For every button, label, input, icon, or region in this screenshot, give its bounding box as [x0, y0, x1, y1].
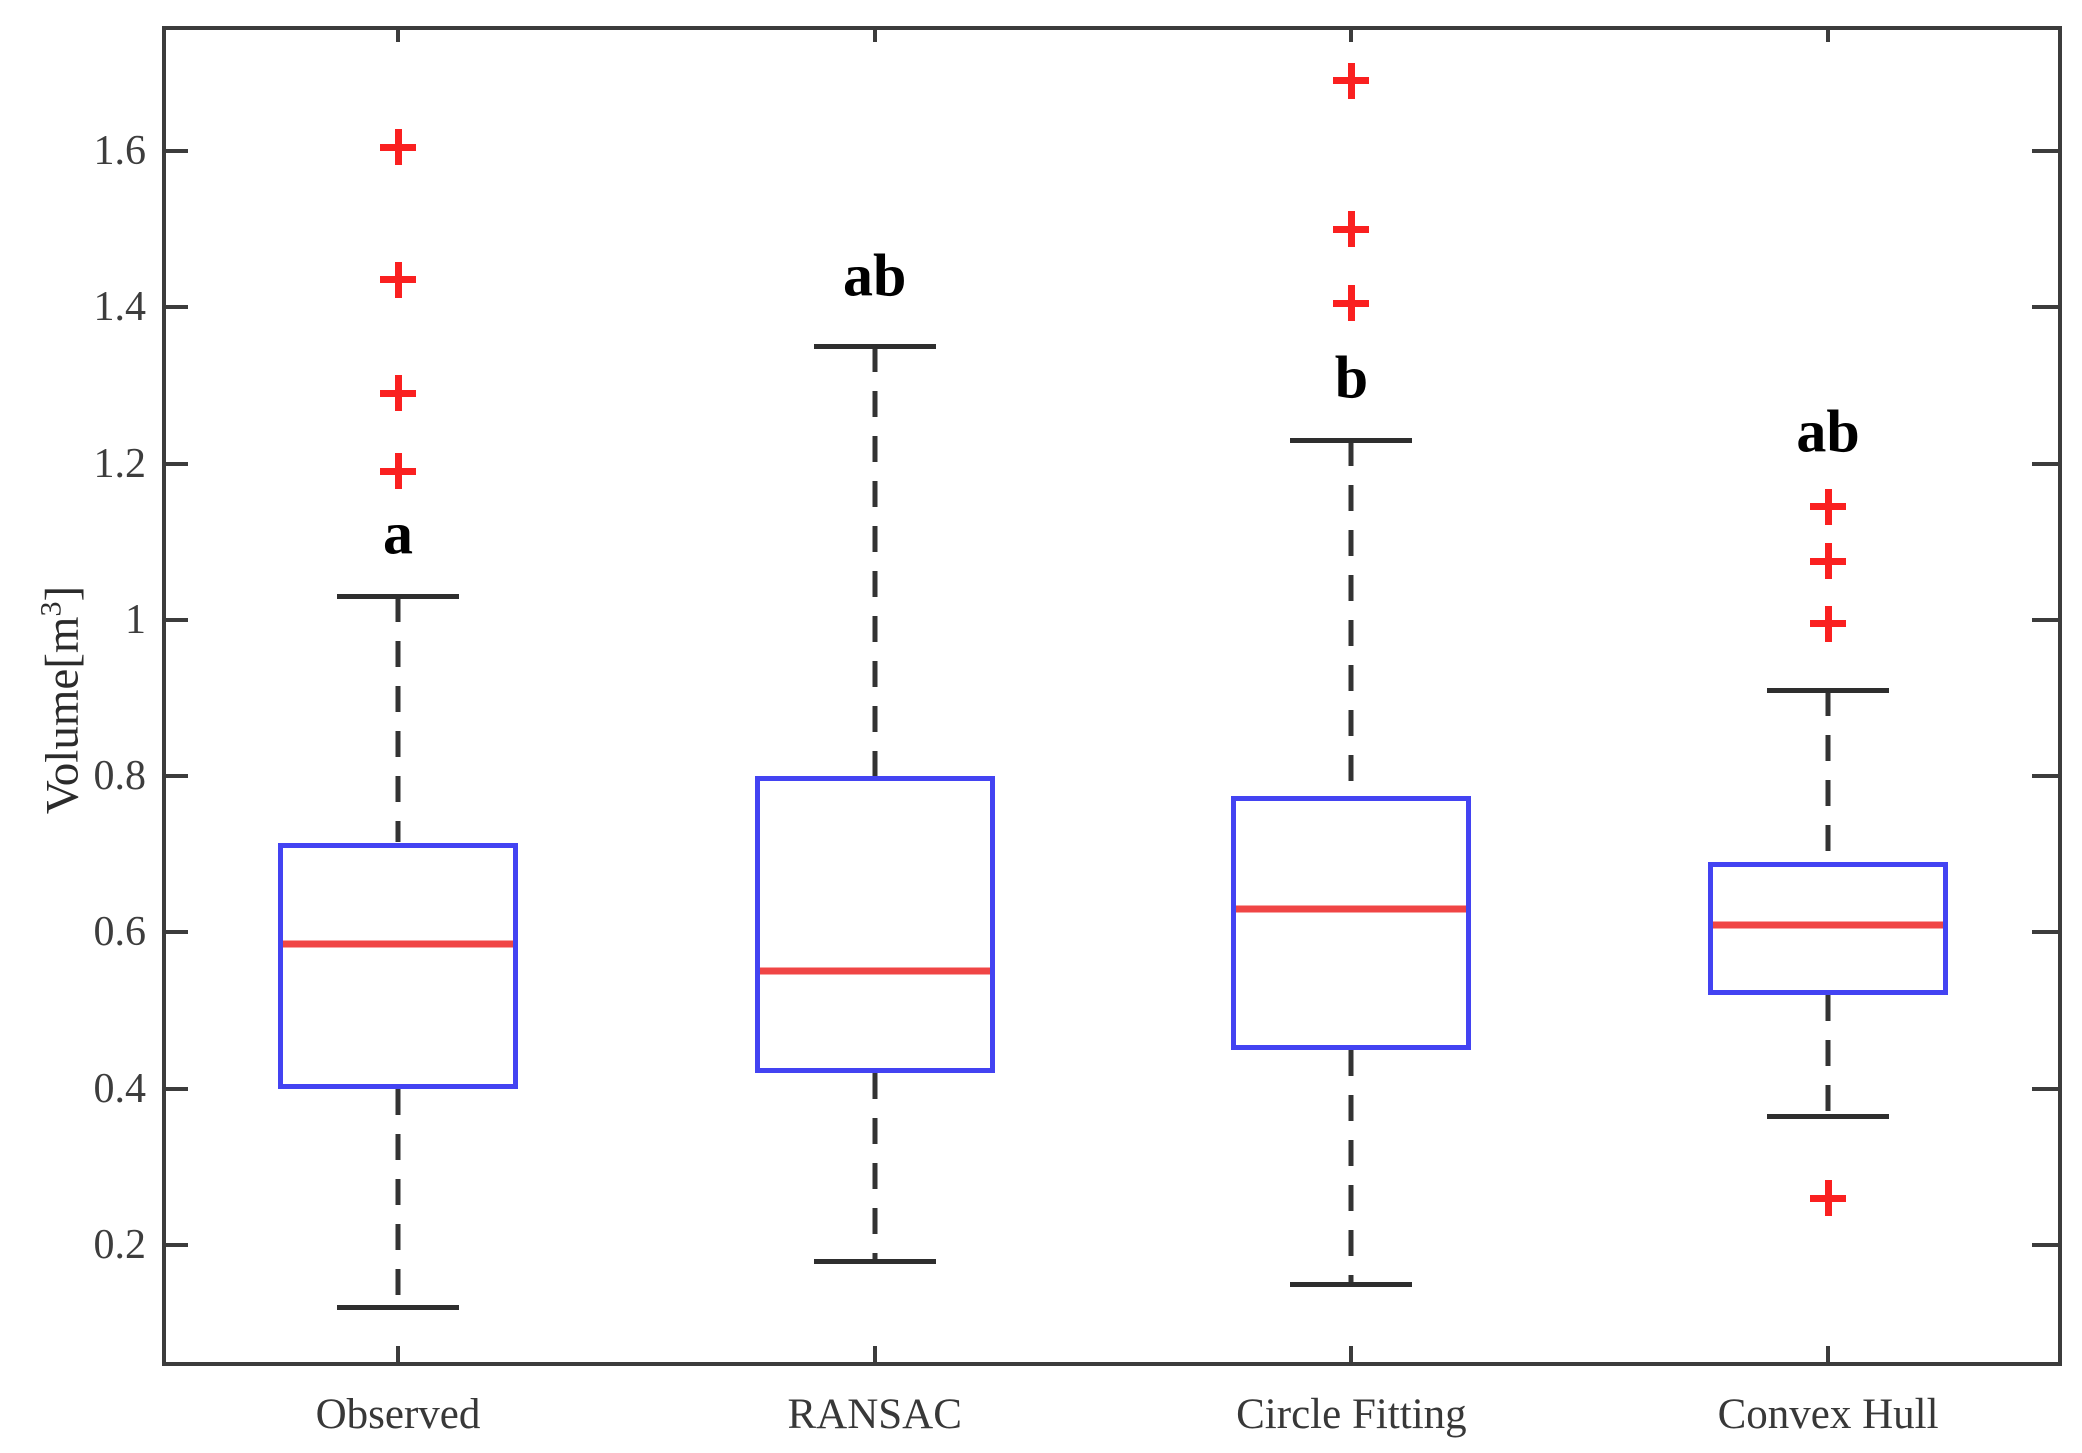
whisker-lower-convex-hull — [1825, 994, 1831, 1116]
y-tick-label: 0.2 — [93, 1221, 147, 1268]
y-tick-mark-right — [2032, 930, 2058, 935]
box-circle-fitting — [1231, 795, 1472, 1050]
x-tick-mark-top — [872, 26, 877, 42]
outlier-marker-convex-hull — [1810, 543, 1847, 580]
whisker-lower-observed — [395, 1088, 401, 1308]
whisker-lower-circle-fitting — [1348, 1049, 1354, 1284]
y-tick-label: 1.4 — [93, 284, 147, 331]
x-category-label: Observed — [315, 1391, 481, 1438]
outlier-marker-observed — [380, 453, 416, 490]
y-tick-mark-left — [162, 1242, 188, 1247]
x-category-label: RANSAC — [787, 1391, 962, 1438]
x-category-label: Circle Fitting — [1236, 1391, 1467, 1438]
significance-letter-observed: a — [383, 500, 413, 567]
whisker-cap-upper-observed — [337, 594, 459, 600]
y-tick-mark-left — [162, 149, 188, 153]
y-tick-mark-right — [2032, 617, 2058, 622]
y-tick-mark-right — [2032, 774, 2058, 779]
y-tick-label: 0.6 — [93, 909, 147, 956]
x-tick-mark-bottom — [396, 1346, 400, 1362]
y-tick-mark-left — [162, 617, 188, 622]
x-tick-mark-bottom — [1826, 1346, 1831, 1362]
whisker-upper-observed — [395, 596, 401, 843]
y-tick-label: 0.8 — [93, 753, 147, 800]
y-tick-label: 1.2 — [93, 440, 147, 487]
y-tick-mark-right — [2032, 461, 2058, 466]
y-tick-label: 1.6 — [93, 128, 147, 174]
y-tick-mark-left — [162, 1086, 188, 1091]
whisker-cap-lower-observed — [337, 1305, 459, 1311]
significance-letter-convex-hull: ab — [1796, 398, 1860, 465]
y-tick-label: 1 — [125, 596, 146, 643]
y-tick-mark-right — [2032, 1086, 2058, 1091]
box-observed — [278, 842, 518, 1089]
outlier-marker-convex-hull — [1810, 488, 1847, 525]
y-tick-mark-left — [162, 305, 188, 310]
plot-area — [162, 26, 2062, 1366]
y-tick-label: 0.4 — [93, 1065, 147, 1112]
y-tick-mark-right — [2032, 149, 2058, 153]
y-tick-mark-right — [2032, 305, 2058, 310]
whisker-cap-lower-circle-fitting — [1290, 1281, 1413, 1287]
y-tick-mark-left — [162, 461, 188, 466]
x-tick-mark-top — [1349, 26, 1354, 42]
box-ransac — [754, 776, 995, 1073]
x-tick-mark-bottom — [1349, 1346, 1354, 1362]
median-line-ransac — [759, 967, 990, 975]
x-tick-mark-top — [396, 26, 400, 42]
whisker-cap-upper-circle-fitting — [1290, 438, 1413, 444]
median-line-circle-fitting — [1236, 905, 1467, 913]
outlier-marker-circle-fitting — [1333, 211, 1370, 248]
median-line-convex-hull — [1713, 921, 1944, 929]
whisker-cap-upper-convex-hull — [1767, 688, 1890, 694]
x-tick-mark-bottom — [872, 1346, 877, 1362]
y-tick-mark-left — [162, 774, 188, 779]
y-tick-mark-left — [162, 930, 188, 935]
median-line-observed — [283, 940, 513, 948]
x-tick-mark-top — [1826, 26, 1831, 42]
whisker-upper-ransac — [872, 346, 878, 777]
x-category-label: Convex Hull — [1717, 1391, 1939, 1438]
whisker-cap-upper-ransac — [813, 344, 936, 350]
outlier-marker-observed — [380, 375, 416, 412]
outlier-marker-observed — [380, 129, 416, 166]
whisker-cap-lower-convex-hull — [1767, 1113, 1890, 1119]
box-convex-hull — [1708, 862, 1949, 995]
significance-letter-circle-fitting: b — [1334, 344, 1369, 411]
outlier-marker-observed — [380, 261, 416, 298]
whisker-upper-circle-fitting — [1348, 440, 1354, 796]
outlier-marker-circle-fitting — [1333, 285, 1370, 322]
y-tick-mark-right — [2032, 1242, 2058, 1247]
whisker-lower-ransac — [872, 1072, 878, 1261]
outlier-marker-circle-fitting — [1333, 62, 1370, 99]
outlier-marker-convex-hull — [1810, 605, 1847, 642]
whisker-cap-lower-ransac — [813, 1258, 936, 1264]
outlier-marker-convex-hull — [1810, 1180, 1847, 1216]
whisker-upper-convex-hull — [1825, 690, 1831, 863]
significance-letter-ransac: ab — [843, 242, 907, 309]
